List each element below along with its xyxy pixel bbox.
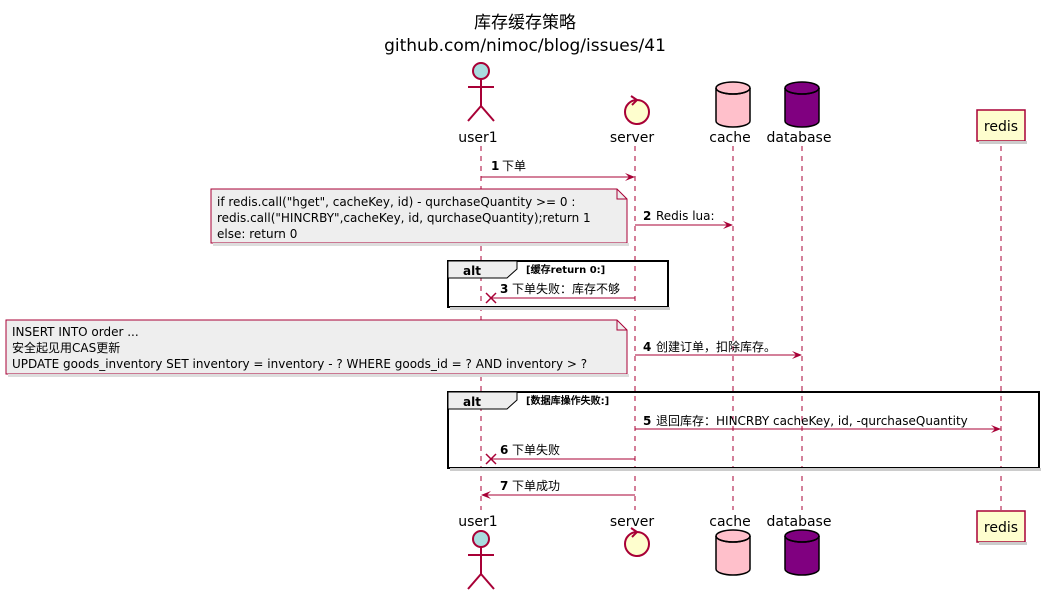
message-label: 下单失败 bbox=[512, 442, 560, 457]
database-icon bbox=[715, 81, 751, 128]
message-3: 3 下单失败：库存不够 bbox=[485, 281, 635, 304]
actor-icon bbox=[467, 62, 495, 122]
participant-box-redis: redis bbox=[976, 510, 1027, 545]
message-2: 2 Redis lua: bbox=[635, 209, 733, 229]
participant-cache-label: cache bbox=[709, 130, 750, 146]
control-icon bbox=[624, 95, 650, 125]
note-insert-order: INSERT INTO order ... 安全起见用CAS更新 UPDATE … bbox=[5, 319, 629, 377]
participant-database-label: database bbox=[767, 514, 832, 530]
alt-condition: [缓存return 0:] bbox=[526, 263, 605, 276]
message-number: 3 bbox=[500, 282, 508, 296]
message-number: 6 bbox=[500, 443, 508, 457]
alt-fragment-database: alt [数据库操作失败:] bbox=[447, 391, 1041, 471]
alt-condition: [数据库操作失败:] bbox=[526, 394, 609, 407]
message-label: 下单失败：库存不够 bbox=[512, 281, 620, 296]
note-line: if redis.call("hget", cacheKey, id) - qu… bbox=[217, 195, 575, 209]
note-line: UPDATE goods_inventory SET inventory = i… bbox=[12, 357, 587, 371]
alt-fragment-cache: alt [缓存return 0:] bbox=[447, 260, 670, 310]
message-number: 7 bbox=[500, 479, 508, 493]
message-6: 6 下单失败 bbox=[485, 442, 635, 465]
message-label: 下单成功 bbox=[512, 479, 560, 493]
message-label: Redis lua: bbox=[656, 209, 715, 223]
control-icon bbox=[624, 527, 650, 557]
message-number: 4 bbox=[643, 340, 651, 354]
message-label: 创建订单，扣除库存。 bbox=[656, 339, 776, 354]
note-line: INSERT INTO order ... bbox=[12, 325, 139, 339]
note-line: redis.call("HINCRBY",cacheKey, id, qurch… bbox=[217, 211, 591, 225]
message-7: 7 下单成功 bbox=[481, 479, 635, 499]
database-icon bbox=[784, 529, 820, 576]
note-redis-lua: if redis.call("hget", cacheKey, id) - qu… bbox=[210, 188, 629, 246]
participant-box-redis: redis bbox=[976, 109, 1027, 144]
database-icon bbox=[715, 529, 751, 576]
message-number: 2 bbox=[643, 209, 651, 223]
participant-server-label: server bbox=[610, 514, 655, 530]
message-5: 5 退回库存：HINCRBY cacheKey, id, -qurchaseQu… bbox=[635, 413, 1001, 433]
participant-cache-label: cache bbox=[709, 514, 750, 530]
alt-keyword: alt bbox=[463, 395, 481, 409]
message-label: 退回库存：HINCRBY cacheKey, id, -qurchaseQuan… bbox=[656, 413, 968, 428]
participant-server-label: server bbox=[610, 130, 655, 146]
note-line: 安全起见用CAS更新 bbox=[12, 340, 120, 355]
alt-keyword: alt bbox=[463, 264, 481, 278]
message-number: 5 bbox=[643, 414, 651, 428]
participant-redis-label: redis bbox=[984, 119, 1018, 135]
message-label: 下单 bbox=[502, 159, 526, 173]
diagram-title: 库存缓存策略 bbox=[474, 13, 576, 33]
note-line: else: return 0 bbox=[217, 227, 297, 241]
actor-icon bbox=[467, 530, 495, 590]
message-4: 4 创建订单，扣除库存。 bbox=[635, 339, 802, 359]
participant-user1-label: user1 bbox=[458, 514, 497, 530]
message-number: 1 bbox=[491, 159, 499, 173]
message-1: 1 下单 bbox=[481, 159, 635, 181]
participant-user1-label: user1 bbox=[458, 130, 497, 146]
participant-database-label: database bbox=[767, 130, 832, 146]
database-icon bbox=[784, 81, 820, 128]
diagram-subtitle: github.com/nimoc/blog/issues/41 bbox=[384, 36, 666, 56]
participant-redis-label: redis bbox=[984, 520, 1018, 536]
